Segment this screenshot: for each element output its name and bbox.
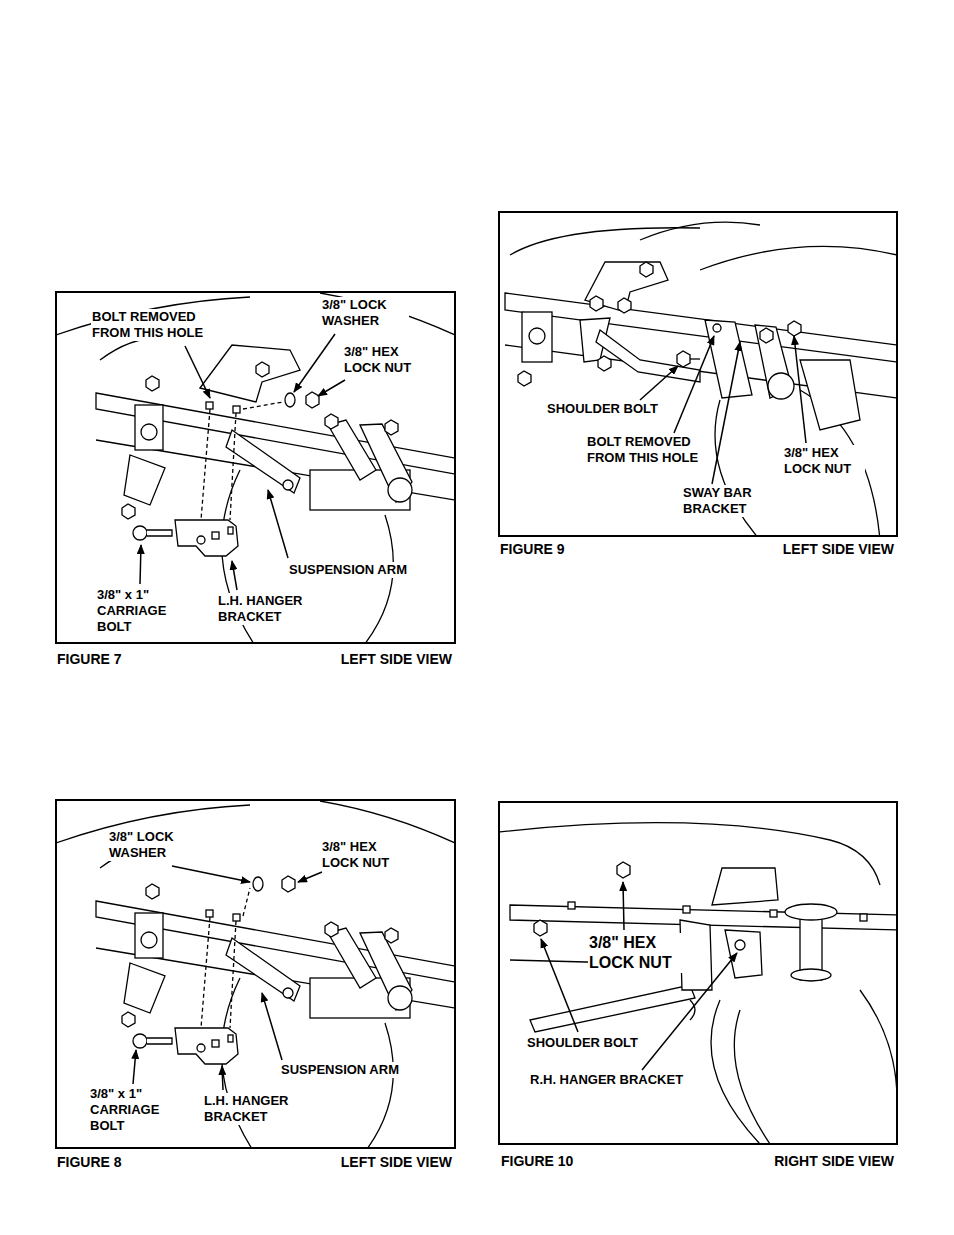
figure-8-drawing — [57, 801, 454, 1147]
figure-7-drawing — [57, 293, 454, 642]
figure-caption: RIGHT SIDE VIEW — [773, 1153, 895, 1170]
figure-frame — [499, 802, 897, 1144]
figure-10-drawing — [500, 823, 896, 1143]
figure-9-drawing — [505, 222, 896, 535]
callout-label: 3/8" HEX LOCK NUT — [588, 933, 690, 973]
callout-label: 3/8" LOCK WASHER — [321, 297, 409, 329]
figure-caption: LEFT SIDE VIEW — [340, 1154, 453, 1171]
callout-label: SUSPENSION ARM — [288, 562, 408, 578]
callout-label: 3/8" HEX LOCK NUT — [343, 344, 425, 376]
callout-label: SWAY BAR BRACKET — [682, 485, 770, 517]
callout-label: 3/8" LOCK WASHER — [108, 829, 196, 861]
figure-caption: FIGURE 9 — [499, 541, 566, 558]
leader-lines — [133, 866, 322, 1090]
callout-label: SHOULDER BOLT — [526, 1035, 639, 1051]
callout-label: SUSPENSION ARM — [280, 1062, 400, 1078]
figure-caption: FIGURE 10 — [500, 1153, 574, 1170]
callout-label: 3/8" x 1" CARRIAGE BOLT — [89, 1086, 177, 1134]
figure-caption: LEFT SIDE VIEW — [340, 651, 453, 668]
figure-frame — [499, 212, 897, 536]
callout-label: 3/8" x 1" CARRIAGE BOLT — [96, 587, 184, 635]
callout-label: BOLT REMOVED FROM THIS HOLE — [586, 434, 710, 466]
callout-label: SHOULDER BOLT — [546, 401, 659, 417]
callout-label: 3/8" HEX LOCK NUT — [321, 839, 403, 871]
figure-caption: LEFT SIDE VIEW — [782, 541, 895, 558]
callout-label: BOLT REMOVED FROM THIS HOLE — [91, 309, 215, 341]
callout-label: L.H. HANGER BRACKET — [203, 1093, 305, 1125]
figure-caption: FIGURE 8 — [56, 1154, 123, 1171]
callout-label: L.H. HANGER BRACKET — [217, 593, 319, 625]
leader-lines — [140, 334, 345, 590]
callout-label: 3/8" HEX LOCK NUT — [783, 445, 865, 477]
callout-label: R.H. HANGER BRACKET — [529, 1072, 684, 1088]
figure-caption: FIGURE 7 — [56, 651, 123, 668]
